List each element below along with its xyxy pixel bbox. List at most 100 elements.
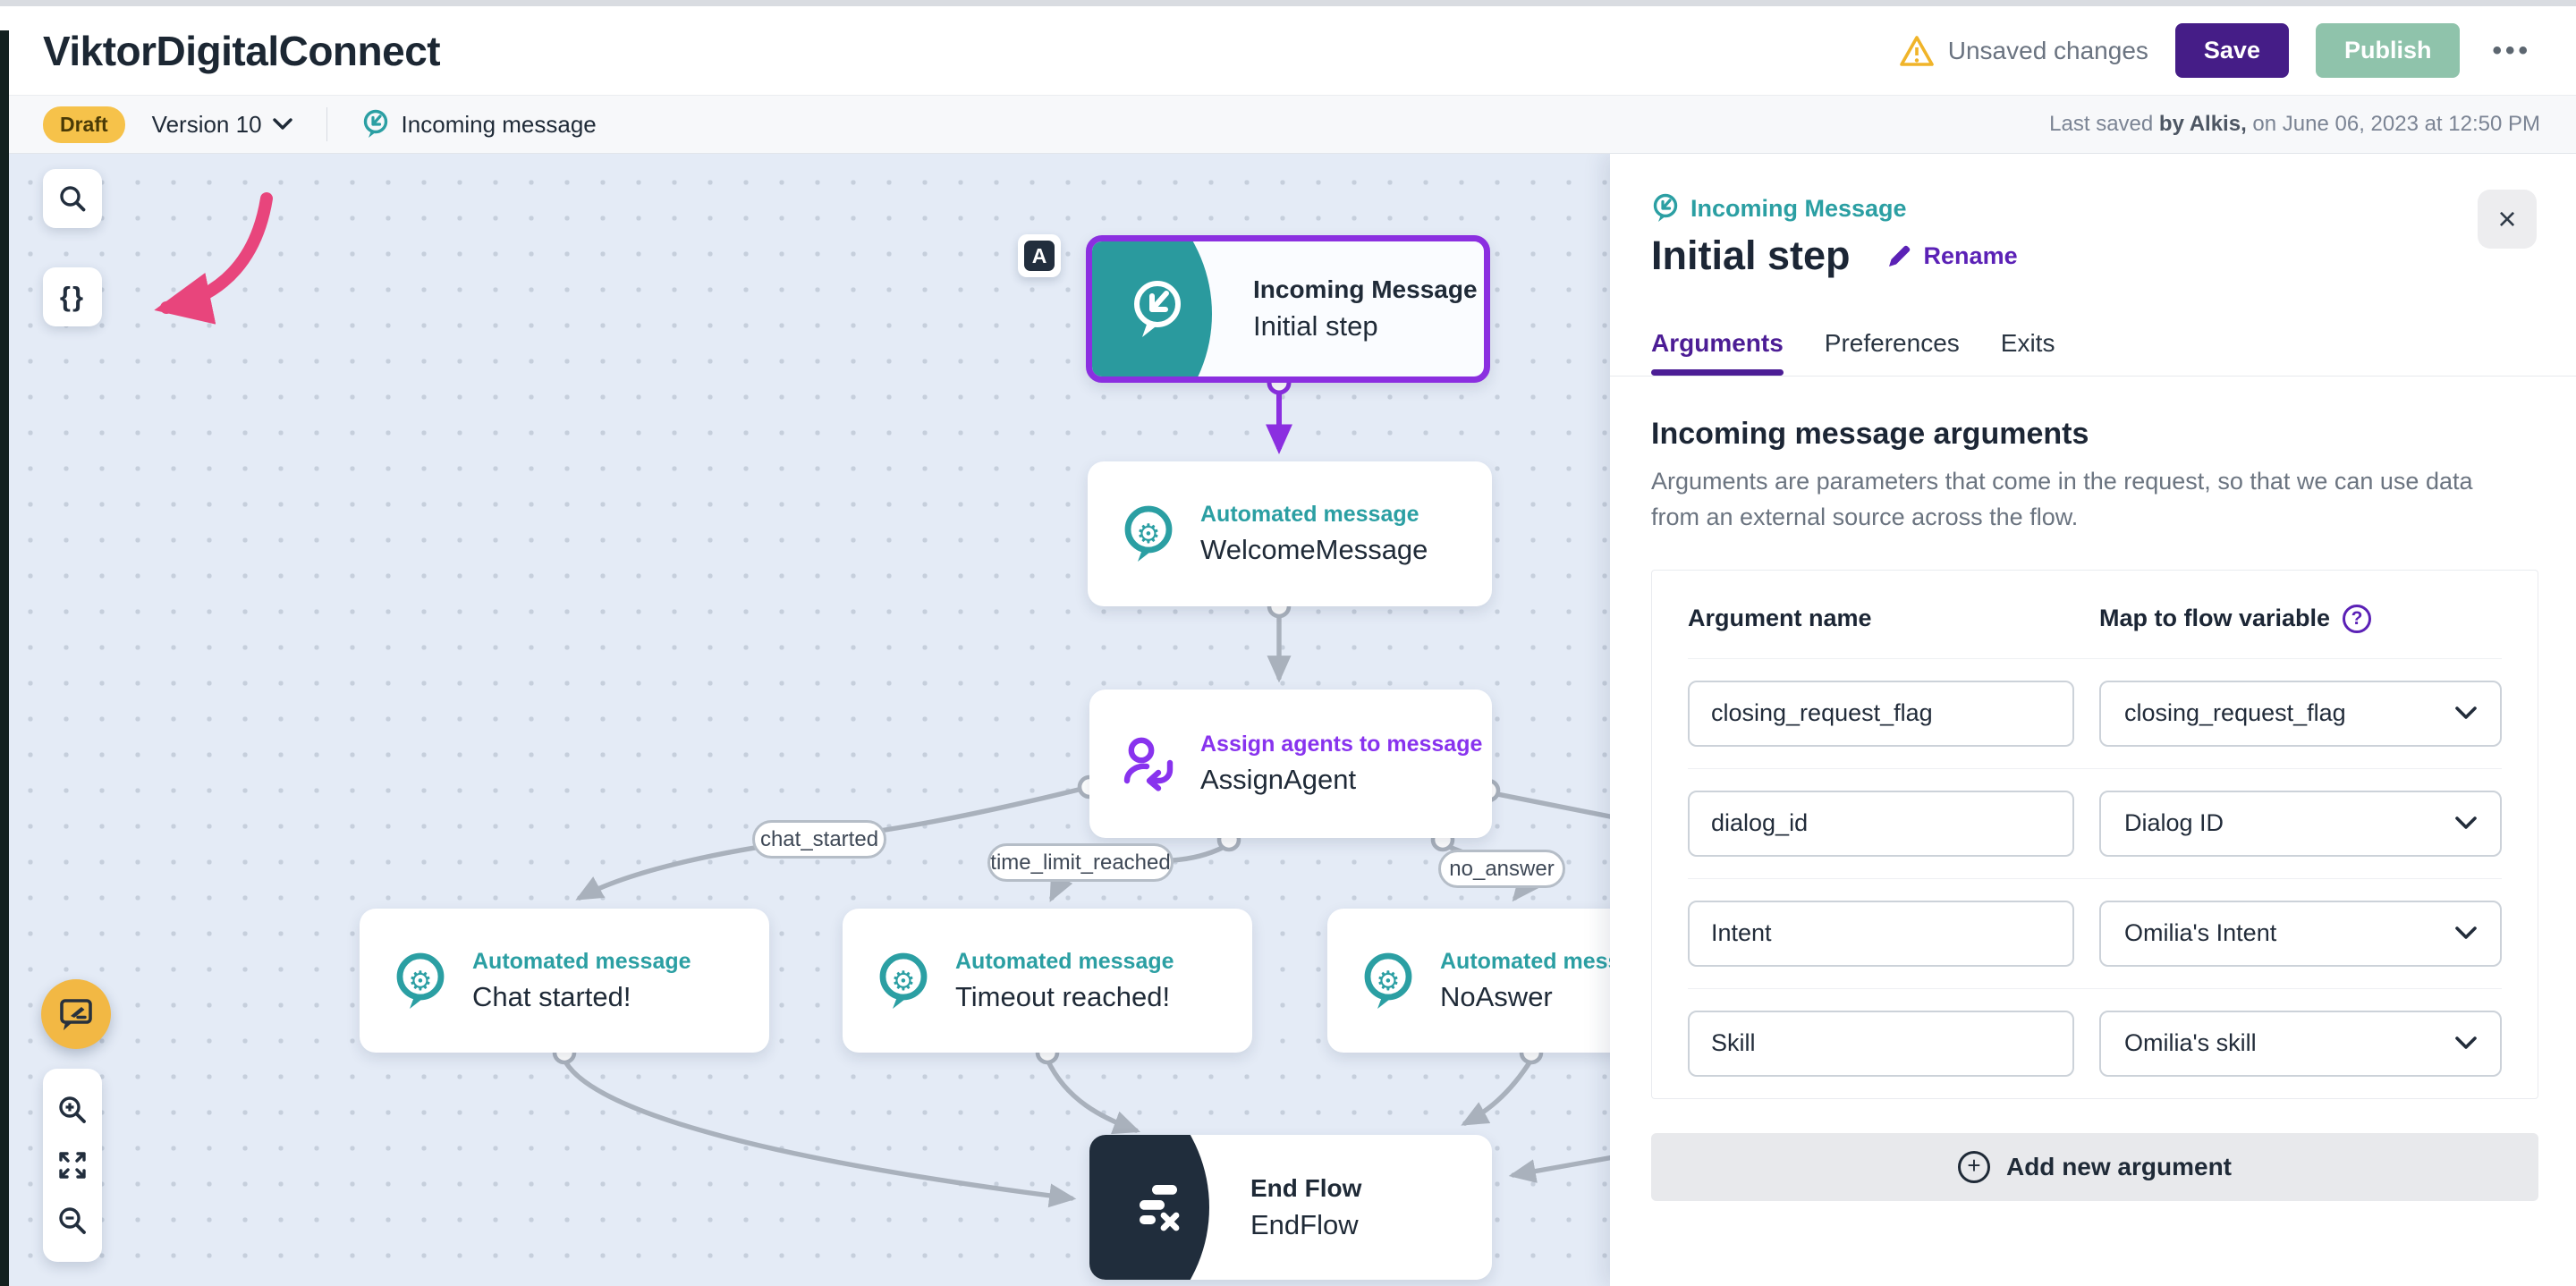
tab-arguments[interactable]: Arguments [1651,329,1784,376]
node-type-label: Automated message [1200,502,1419,527]
node-assign-agent[interactable]: Assign agents to message AssignAgent [1089,690,1492,838]
chevron-down-icon [272,118,292,130]
header-actions: Unsaved changes Save Publish ••• [1898,23,2537,78]
arguments-table: Argument name Map to flow variable ? clo… [1651,569,2538,1099]
argument-name-input[interactable] [1688,900,2074,967]
draft-status-badge: Draft [43,106,125,143]
fit-view-button[interactable] [57,1150,88,1180]
selected-variable: Omilia's Intent [2124,919,2277,947]
add-new-argument-label: Add new argument [2005,1152,2232,1180]
edge-label-chat-started[interactable]: chat_started [752,820,886,859]
publish-button[interactable]: Publish [2315,23,2461,78]
node-type-label: Incoming Message [1253,275,1478,303]
svg-text:⚙: ⚙ [1137,519,1161,550]
node-type-label: Automated message [472,948,691,974]
version-label: Version 10 [151,110,262,138]
node-timeout-reached[interactable]: ⚙ Automated message Timeout reached! [843,909,1252,1053]
node-initial-step[interactable]: Incoming Message Initial step [1086,235,1490,383]
zoom-out-icon [59,1207,86,1235]
canvas-zoom-toolbar [43,1069,102,1262]
argument-name-input[interactable] [1688,790,2074,857]
flow-variable-select[interactable]: Dialog ID [2099,790,2502,857]
edge-label-time-limit-reached[interactable]: time_limit_reached [987,843,1174,882]
argument-name-input[interactable] [1688,680,2074,747]
node-type-label: Automated message [955,948,1174,974]
node-end-flow[interactable]: End Flow EndFlow [1089,1135,1492,1280]
node-type-label: End Flow [1250,1173,1362,1202]
argument-row: Dialog ID [1688,767,2502,878]
end-flow-icon [1132,1180,1188,1235]
version-selector[interactable]: Version 10 [152,111,292,139]
automated-message-icon: ⚙ [879,952,928,1009]
svg-text:⚙: ⚙ [409,966,433,997]
add-new-argument-button[interactable]: + Add new argument [1651,1132,2538,1201]
flow-variable-select[interactable]: Omilia's Intent [2099,900,2502,967]
selected-variable: closing_request_flag [2124,699,2346,727]
panel-step-title: Initial step [1651,233,1851,278]
incoming-message-icon [1653,193,1678,222]
page-title: ViktorDigitalConnect [43,27,441,74]
edge-label-no-answer[interactable]: no_answer [1438,850,1565,888]
more-options-button[interactable]: ••• [2492,35,2531,65]
svg-text:⚙: ⚙ [892,966,916,997]
zoom-out-button[interactable] [56,1205,89,1237]
feedback-button[interactable] [41,979,111,1049]
flow-variable-select[interactable]: Omilia's skill [2099,1010,2502,1077]
node-name: NoAswer [1440,980,1553,1012]
panel-title-row: Initial step Rename [1651,233,2538,279]
canvas-variables-button[interactable]: {} [43,267,102,326]
assign-agents-icon [1123,737,1174,791]
shortcut-key-badge: A [1018,234,1061,277]
panel-step-type-label: Incoming Message [1690,194,1907,222]
zoom-in-icon [59,1096,86,1123]
panel-tabs: Arguments Preferences Exits [1651,329,2538,376]
panel-step-type: Incoming Message [1651,193,2538,224]
zoom-in-button[interactable] [56,1094,89,1126]
automated-message-icon: ⚙ [396,952,445,1009]
help-icon[interactable]: ? [2343,604,2372,633]
chevron-down-icon [2455,926,2477,940]
warning-icon [1899,35,1934,66]
node-welcome-message[interactable]: ⚙ Automated message WelcomeMessage [1088,461,1492,606]
tab-preferences[interactable]: Preferences [1824,329,1960,357]
incoming-message-icon [1128,278,1187,341]
node-chat-started[interactable]: ⚙ Automated message Chat started! [360,909,769,1053]
flow-variable-select[interactable]: closing_request_flag [2099,680,2502,747]
plus-circle-icon: + [1957,1150,1990,1183]
background-window-edge [0,30,9,1286]
rename-label: Rename [1923,241,2018,269]
chevron-down-icon [2455,1036,2477,1050]
app-header: ViktorDigitalConnect Unsaved changes Sav… [0,6,2576,95]
node-name: AssignAgent [1200,764,1357,795]
arguments-section-heading: Incoming message arguments [1651,417,2089,451]
argument-row: closing_request_flag [1688,657,2502,768]
breadcrumb-flow: Incoming message [361,109,597,140]
automated-message-icon: ⚙ [1364,952,1412,1009]
canvas-search-button[interactable] [43,169,102,228]
toolbar-divider [326,107,327,141]
feedback-pen-icon [60,999,92,1030]
shortcut-key-label: A [1024,241,1055,271]
column-map-to-variable: Map to flow variable [2099,605,2331,632]
node-type-label: Assign agents to message [1200,732,1483,757]
node-name: WelcomeMessage [1200,534,1428,565]
node-name: Chat started! [472,980,631,1012]
last-saved-author: by Alkis, [2158,112,2247,136]
chevron-down-icon [2455,706,2477,720]
automated-message-icon: ⚙ [1124,505,1173,562]
rename-button[interactable]: Rename [1886,242,2018,270]
argument-name-input[interactable] [1688,1010,2074,1077]
search-icon [60,186,86,212]
argument-row: Omilia's Intent [1688,877,2502,988]
selected-variable: Dialog ID [2124,809,2224,837]
close-panel-button[interactable]: × [2478,190,2537,249]
node-name: Initial step [1253,310,1378,342]
tab-exits[interactable]: Exits [2000,329,2055,357]
step-settings-panel: Incoming Message Initial step Rename × A… [1610,154,2576,1286]
pencil-icon [1888,245,1910,267]
save-button[interactable]: Save [2174,23,2289,78]
argument-row: Omilia's skill [1688,987,2502,1098]
unsaved-changes-status: Unsaved changes [1898,34,2148,68]
unsaved-changes-label: Unsaved changes [1947,36,2148,64]
column-argument-name: Argument name [1688,604,1872,631]
